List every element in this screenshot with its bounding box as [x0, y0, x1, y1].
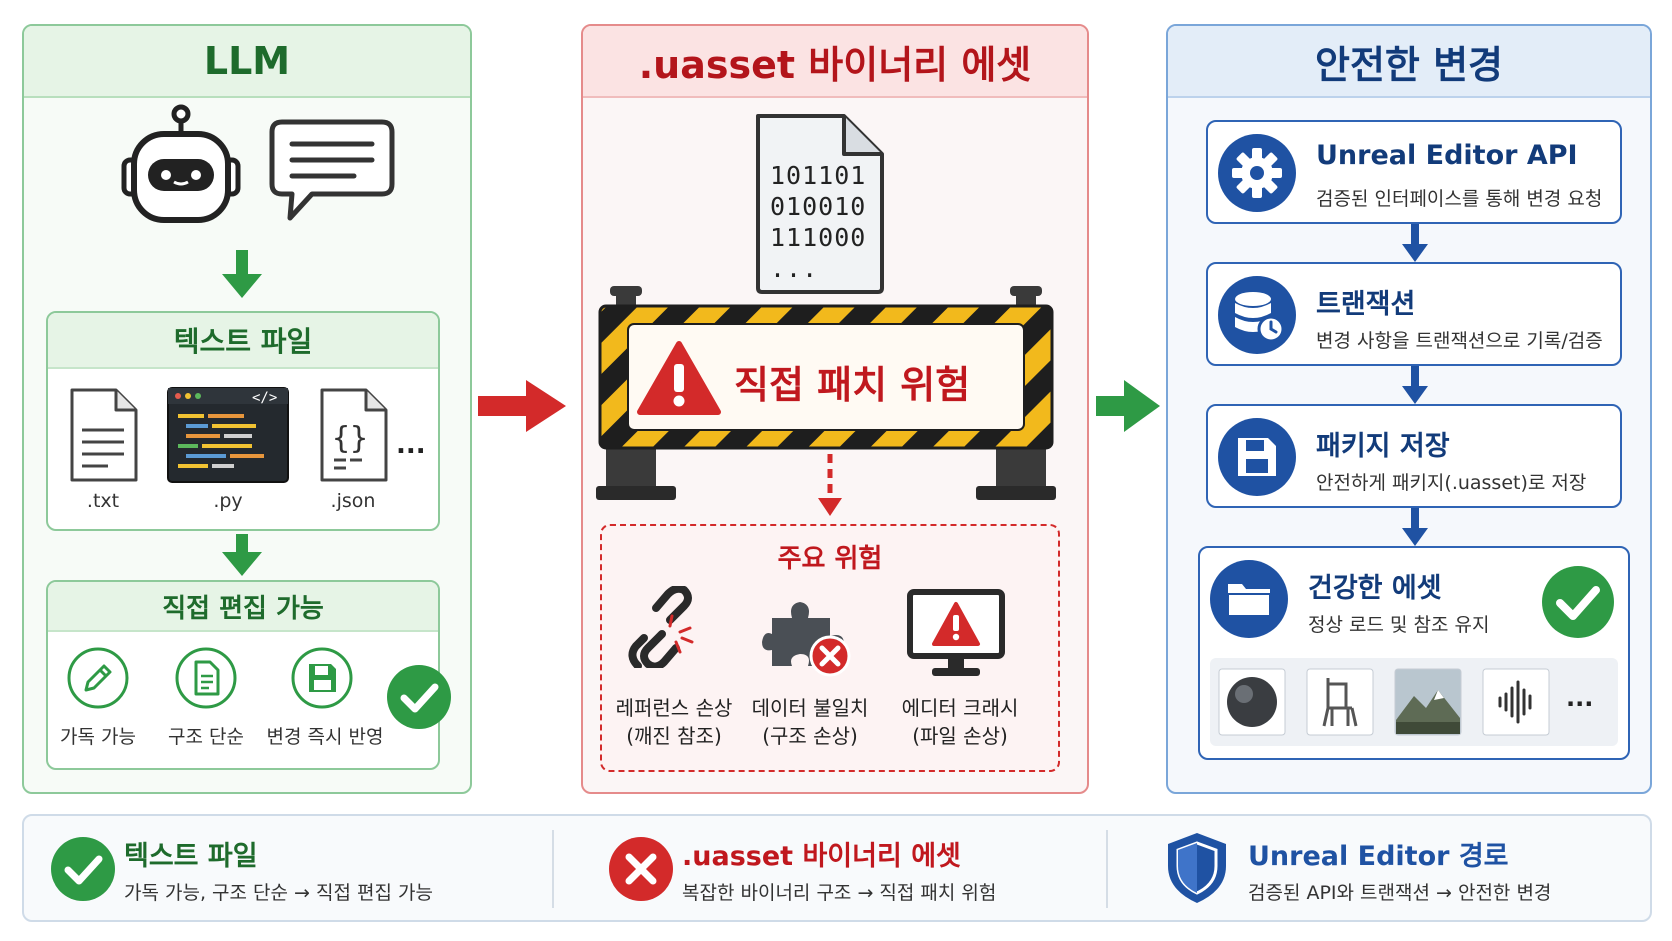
x-icon — [608, 836, 674, 902]
code-editor-icon: </> — [166, 386, 290, 484]
more-files-ellipsis: ... — [396, 430, 426, 460]
warning-text: 직접 패치 위험 — [734, 354, 970, 409]
asset-more-ellipsis: ... — [1566, 684, 1593, 712]
check-icon — [1540, 564, 1616, 640]
summary-editor-path: Unreal Editor 경로 검증된 API와 트랜잭션 → 안전한 변경 — [1124, 816, 1644, 920]
arrow-right-green-icon — [1096, 376, 1162, 436]
file-label-py: .py — [183, 490, 273, 512]
shield-icon — [1164, 830, 1230, 906]
step-desc: 변경 사항을 트랜잭션으로 기록/검증 — [1316, 326, 1603, 353]
puzzle-error-icon — [760, 594, 856, 678]
direct-edit-title: 직접 편집 가능 — [48, 582, 438, 632]
text-files-title: 텍스트 파일 — [48, 313, 438, 369]
check-icon — [386, 664, 452, 730]
file-label-json: .json — [308, 490, 398, 512]
step-desc: 정상 로드 및 참조 유지 — [1308, 610, 1489, 637]
ability-simple-structure: 구조 단순 — [156, 722, 256, 749]
summary-title: 텍스트 파일 — [124, 834, 258, 873]
database-clock-icon — [1218, 276, 1296, 354]
save-icon — [290, 646, 354, 710]
document-icon — [174, 646, 238, 710]
summary-desc: 검증된 API와 트랜잭션 → 안전한 변경 — [1248, 878, 1551, 905]
folder-icon — [1210, 560, 1288, 638]
svg-text:{}: {} — [332, 421, 368, 456]
summary-title: Unreal Editor 경로 — [1248, 834, 1509, 873]
arrow-down-icon — [1400, 224, 1430, 264]
risks-title: 주요 위험 — [600, 538, 1060, 575]
safe-change-panel: 안전한 변경 Unreal Editor API 검증된 인터페이스를 통해 — [1166, 24, 1652, 794]
safe-change-title: 안전한 변경 — [1168, 26, 1650, 98]
arrow-down-icon — [220, 534, 264, 578]
step-desc: 검증된 인터페이스를 통해 변경 요청 — [1316, 184, 1602, 211]
step-title: 트랜잭션 — [1316, 282, 1415, 321]
chat-bubble-icon — [268, 118, 396, 224]
pencil-icon — [66, 646, 130, 710]
llm-panel-title: LLM — [24, 26, 470, 98]
broken-link-icon — [626, 586, 708, 668]
floppy-icon — [1218, 418, 1296, 496]
text-file-icon — [68, 386, 140, 484]
check-icon — [50, 836, 116, 902]
asset-strip: ... — [1210, 658, 1618, 746]
summary-desc: 복잡한 바이너리 구조 → 직접 패치 위험 — [682, 878, 996, 905]
summary-text-files: 텍스트 파일 가독 가능, 구조 단순 → 직접 편집 가능 — [24, 816, 554, 920]
arrow-down-icon — [1400, 508, 1430, 548]
chair-asset-icon — [1306, 668, 1374, 736]
dashed-arrow-icon — [814, 454, 846, 520]
step-title: 패키지 저장 — [1316, 424, 1450, 463]
robot-icon — [118, 104, 244, 224]
uasset-panel-title: .uasset 바이너리 에셋 — [583, 26, 1087, 98]
binary-lines: 101101 010010 111000 ... — [770, 160, 866, 284]
arrow-down-icon — [220, 250, 264, 300]
monitor-warning-icon — [906, 588, 1006, 680]
svg-text:</>: </> — [252, 390, 277, 406]
step-desc: 안전하게 패키지(.uasset)로 저장 — [1316, 468, 1586, 495]
risk-data-mismatch: 데이터 불일치 (구조 손상) — [730, 694, 890, 750]
risk-editor-crash: 에디터 크래시 (파일 손상) — [880, 694, 1040, 750]
divider — [1106, 830, 1108, 908]
ability-instant-apply: 변경 즉시 반영 — [258, 722, 392, 749]
step-editor-api: Unreal Editor API 검증된 인터페이스를 통해 변경 요청 — [1206, 120, 1622, 224]
ability-readable: 가독 가능 — [48, 722, 148, 749]
step-package-save: 패키지 저장 안전하게 패키지(.uasset)로 저장 — [1206, 404, 1622, 508]
arrow-down-icon — [1400, 366, 1430, 406]
summary-uasset: .uasset 바이너리 에셋 복잡한 바이너리 구조 → 직접 패치 위험 — [574, 816, 1104, 920]
file-label-txt: .txt — [58, 490, 148, 512]
arrow-right-red-icon — [478, 376, 568, 436]
landscape-asset-icon — [1394, 668, 1462, 736]
json-file-icon: {} — [318, 386, 390, 484]
warning-icon — [636, 340, 722, 416]
audio-asset-icon — [1482, 668, 1550, 736]
gear-icon — [1218, 134, 1296, 212]
summary-desc: 가독 가능, 구조 단순 → 직접 편집 가능 — [124, 878, 433, 905]
summary-bar: 텍스트 파일 가독 가능, 구조 단순 → 직접 편집 가능 .uasset 바… — [22, 814, 1652, 922]
divider — [552, 830, 554, 908]
step-healthy-asset: 건강한 에셋 정상 로드 및 참조 유지 — [1198, 546, 1630, 760]
step-transaction: 트랜잭션 변경 사항을 트랜잭션으로 기록/검증 — [1206, 262, 1622, 366]
summary-title: .uasset 바이너리 에셋 — [682, 834, 961, 873]
step-title: 건강한 에셋 — [1308, 566, 1442, 605]
sphere-asset-icon — [1218, 668, 1286, 736]
step-title: Unreal Editor API — [1316, 140, 1578, 171]
